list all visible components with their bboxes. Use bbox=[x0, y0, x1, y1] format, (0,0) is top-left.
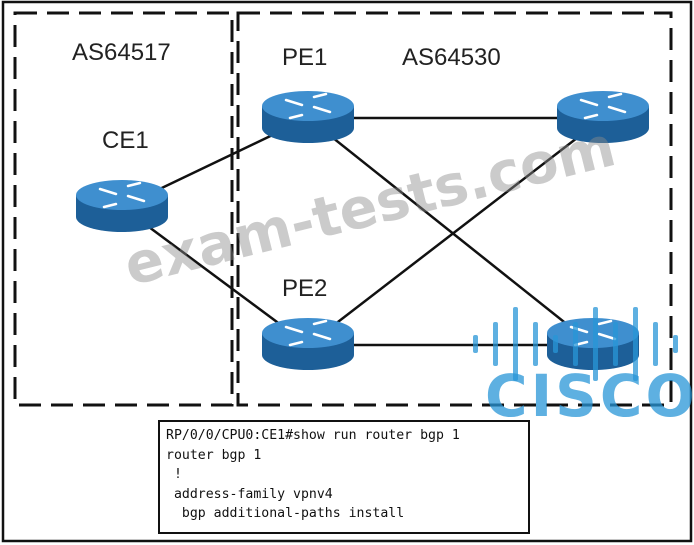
as-region-left bbox=[13, 11, 234, 407]
router-icon-ce1 bbox=[76, 180, 168, 232]
cli-line: address-family vpnv4 bbox=[166, 486, 333, 502]
cli-line: bgp additional-paths install bbox=[166, 506, 405, 521]
cli-output-box: RP/0/0/CPU0:CE1#show run router bgp 1 ro… bbox=[158, 420, 530, 534]
router-icon-pe2 bbox=[262, 318, 354, 370]
link-pe2-r3 bbox=[307, 117, 604, 346]
cli-line: ! bbox=[166, 467, 182, 482]
as64517-label: AS64517 bbox=[72, 39, 171, 66]
router-icon-pe1 bbox=[262, 91, 354, 143]
brand-wordmark: CISCO bbox=[485, 362, 694, 430]
cli-line: RP/0/0/CPU0:CE1#show run router bgp 1 bbox=[166, 428, 460, 443]
cli-line: router bgp 1 bbox=[166, 447, 262, 463]
router-icon-r3 bbox=[557, 91, 649, 143]
as-region-right bbox=[236, 11, 673, 407]
link-pe1-r4 bbox=[307, 117, 594, 346]
ce1-label: CE1 bbox=[102, 127, 149, 154]
brand-bars bbox=[473, 307, 678, 381]
pe1-label: PE1 bbox=[282, 44, 328, 71]
pe2-label: PE2 bbox=[282, 275, 328, 302]
as64530-label: AS64530 bbox=[402, 44, 501, 71]
